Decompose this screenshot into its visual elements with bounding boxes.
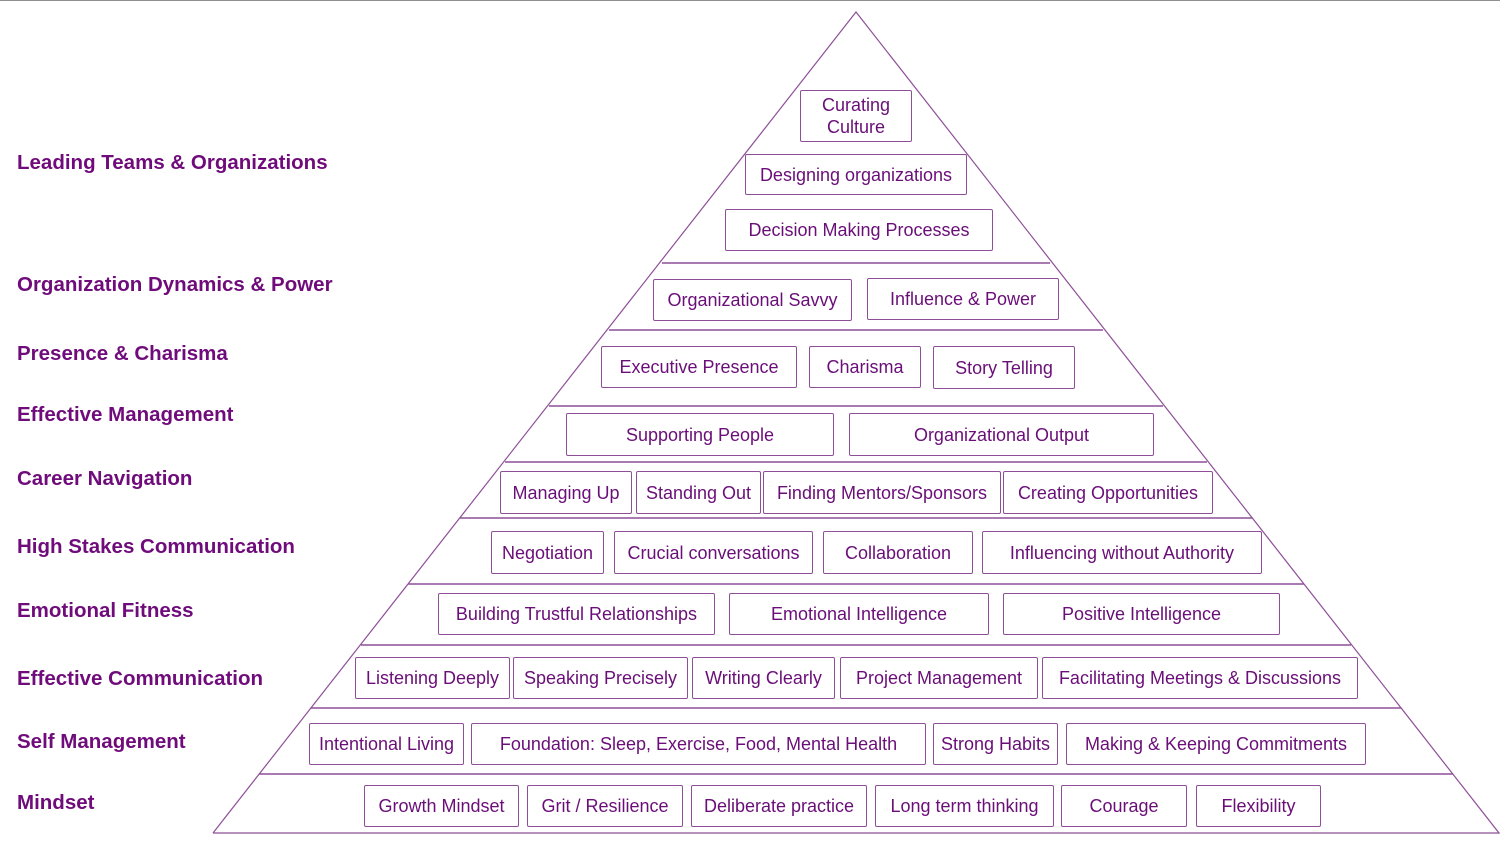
- skill-box: Designing organizations: [745, 154, 967, 195]
- skill-box: Strong Habits: [933, 723, 1058, 765]
- level-label-management: Effective Management: [17, 403, 234, 426]
- skill-box: Growth Mindset: [364, 785, 519, 827]
- skill-box: Organizational Savvy: [653, 279, 852, 321]
- skill-box: Executive Presence: [601, 346, 797, 388]
- level-label-mindset: Mindset: [17, 791, 95, 814]
- skill-box: Finding Mentors/Sponsors: [763, 471, 1001, 514]
- skill-box: Standing Out: [636, 471, 761, 514]
- skill-box: Decision Making Processes: [725, 209, 993, 251]
- skill-box: Curating Culture: [800, 90, 912, 142]
- skill-box: Charisma: [809, 346, 921, 388]
- skill-box: Making & Keeping Commitments: [1066, 723, 1366, 765]
- skill-box: Building Trustful Relationships: [438, 593, 715, 635]
- level-label-effective-communication: Effective Communication: [17, 667, 264, 690]
- skill-box: Positive Intelligence: [1003, 593, 1280, 635]
- skill-box: Creating Opportunities: [1003, 471, 1213, 514]
- level-label-self-management: Self Management: [17, 730, 186, 753]
- skill-box: Foundation: Sleep, Exercise, Food, Menta…: [471, 723, 926, 765]
- skill-box: Organizational Output: [849, 413, 1154, 456]
- skill-box: Listening Deeply: [355, 657, 510, 699]
- skill-box: Long term thinking: [875, 785, 1054, 827]
- skill-box: Emotional Intelligence: [729, 593, 989, 635]
- skill-box: Grit / Resilience: [527, 785, 683, 827]
- skill-box: Supporting People: [566, 413, 834, 456]
- skill-box: Speaking Precisely: [513, 657, 688, 699]
- skill-box: Flexibility: [1196, 785, 1321, 827]
- skill-box: Intentional Living: [309, 723, 464, 765]
- skill-box: Project Management: [840, 657, 1038, 699]
- level-label-leading-teams: Leading Teams & Organizations: [17, 151, 328, 174]
- skill-box: Facilitating Meetings & Discussions: [1042, 657, 1358, 699]
- level-label-high-stakes: High Stakes Communication: [17, 535, 295, 558]
- skill-box: Influence & Power: [867, 278, 1059, 320]
- level-label-career: Career Navigation: [17, 467, 193, 490]
- skill-box: Managing Up: [500, 471, 632, 514]
- skill-box: Crucial conversations: [614, 531, 813, 574]
- skill-box: Influencing without Authority: [982, 531, 1262, 574]
- top-border: [0, 0, 1500, 1]
- skill-box: Story Telling: [933, 346, 1075, 389]
- skill-box: Courage: [1061, 785, 1187, 827]
- level-label-emotional-fitness: Emotional Fitness: [17, 599, 194, 622]
- skill-box: Writing Clearly: [692, 657, 835, 699]
- skill-box: Collaboration: [823, 531, 973, 574]
- level-label-presence: Presence & Charisma: [17, 342, 228, 365]
- skill-box: Deliberate practice: [691, 785, 867, 827]
- pyramid-triangle: [212, 11, 1500, 834]
- skill-box: Negotiation: [491, 531, 604, 574]
- level-label-org-dynamics: Organization Dynamics & Power: [17, 273, 333, 296]
